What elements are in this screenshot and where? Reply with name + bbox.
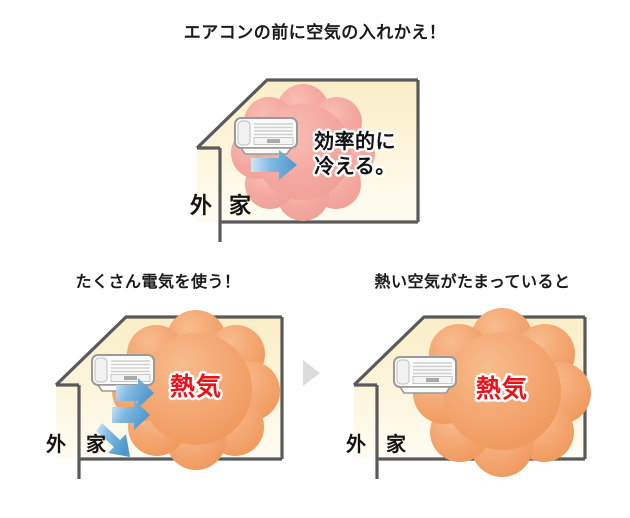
zone-label-outside-top: 外 <box>190 193 213 218</box>
house-roof-outline-top <box>195 78 418 150</box>
airflow-arrow-top <box>251 150 297 180</box>
zone-label-inside-br: 家 <box>386 434 406 456</box>
air-conditioner-icon-br <box>393 356 457 394</box>
house-roof-outline-bl <box>54 315 282 387</box>
panel-uses-lots-of-electricity: たくさん電気を使う！ <box>18 272 298 487</box>
cloud-orange-bl <box>112 310 280 470</box>
zone-label-inside-top: 家 <box>229 193 252 218</box>
airflow-arrow-bl-1 <box>116 378 154 408</box>
panel-efficient-cooling: エアコンの前に空気の入れかえ！ <box>105 22 525 247</box>
house-illustration-bottom-left: 熱気 外 家 <box>46 307 284 482</box>
zone-label-outside-bl: 外 <box>46 434 66 456</box>
house-svg-bl <box>54 310 284 479</box>
house-svg-br <box>352 308 591 479</box>
house-svg-top <box>195 78 420 242</box>
house-illustration-top: 効率的に 冷える。 外 家 <box>190 70 420 245</box>
house-roof-outline-br <box>352 315 585 387</box>
zone-label-outside-br: 外 <box>346 434 366 456</box>
airflow-arrow-bl-2 <box>112 400 150 430</box>
panel-top-title: エアコンの前に空気の入れかえ！ <box>183 23 447 42</box>
house-illustration-bottom-right: 熱気 外 家 <box>346 307 591 482</box>
triangle-right-icon <box>303 360 320 386</box>
airflow-arrows-bl <box>96 378 154 457</box>
panel-hot-air-accumulated: 熱い空気がたまっていると <box>330 272 615 487</box>
panel-bottom-right-title: 熱い空気がたまっていると <box>374 274 571 291</box>
zone-label-inside-bl: 家 <box>86 434 106 456</box>
air-conditioner-icon-top <box>234 117 298 155</box>
airflow-arrow-bl-3 <box>96 423 130 457</box>
panel-bottom-left-title: たくさん電気を使う！ <box>75 274 241 291</box>
